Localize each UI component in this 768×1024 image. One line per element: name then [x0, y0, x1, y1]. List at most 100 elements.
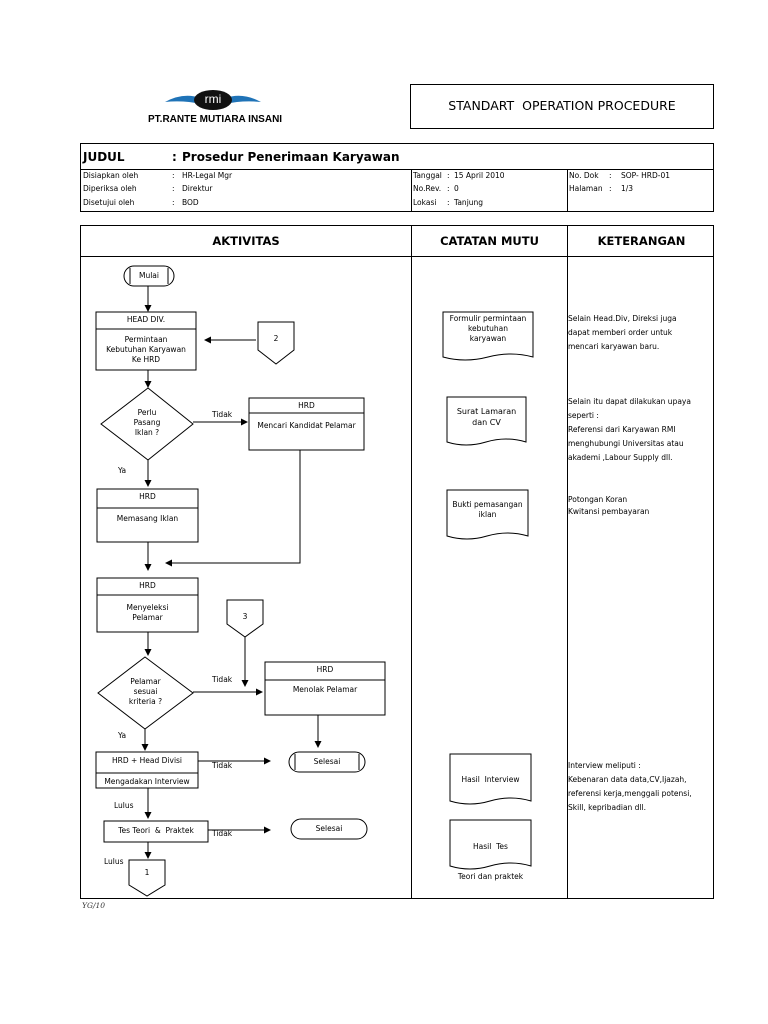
hrd-memasang-box: [96, 488, 199, 543]
hrd-memasang-title: HRD: [139, 492, 156, 501]
doc-line: Surat Lamaran: [456, 407, 517, 416]
doc-5-shape: [449, 819, 532, 870]
meta-value-disetujui: BOD: [182, 198, 199, 207]
note-head-div: Selain Head.Div, Direksi juga dapat memb…: [568, 312, 677, 354]
mulai-label: Mulai: [139, 271, 159, 280]
connector-1-label: 1: [144, 868, 150, 877]
decision-line: Pasang: [133, 418, 161, 427]
doc-line: Hasil Interview: [461, 775, 520, 784]
note-line: dapat memberi order untuk: [568, 328, 673, 337]
sop-title: STANDART OPERATION PROCEDURE: [448, 98, 676, 113]
selesai-1-terminal: [288, 751, 366, 773]
company-name: PT.RANTE MUTIARA INSANI: [148, 114, 283, 125]
doc-hasil-interview: Hasil Interview: [450, 755, 531, 795]
decision-kriteria-label: Pelamar sesuai kriteria ?: [98, 677, 193, 707]
meta-value-diperiksa: Direktur: [182, 184, 213, 193]
doc-2-shape: [446, 396, 527, 446]
doc-1-shape: [442, 311, 534, 361]
judul-table: JUDUL : Prosedur Penerimaan Karyawan Dis…: [80, 143, 714, 212]
interview-body: Mengadakan Interview: [104, 777, 190, 786]
note-line: seperti :: [568, 411, 599, 420]
note-interview: Interview meliputi : Kebenaran data data…: [568, 759, 692, 815]
meta-value-disiapkan: HR-Legal Mgr: [182, 171, 233, 180]
decision-line: sesuai: [133, 687, 158, 696]
note-line: akademi ,Labour Supply dll.: [568, 453, 673, 462]
interview-box: [95, 751, 199, 789]
meta-sep: :: [172, 198, 175, 207]
logo-text: rmi: [204, 92, 222, 106]
judul-sep: :: [172, 150, 177, 164]
col-aktivitas: AKTIVITAS: [212, 234, 280, 248]
note-line: Potongan Koran: [568, 495, 628, 504]
hrd-menolak-box: [264, 661, 386, 716]
decision-line: Perlu: [137, 408, 157, 417]
tes-label: Tes Teori & Praktek: [118, 826, 194, 835]
meta-norev-label: No.Rev.: [413, 184, 442, 193]
note-upaya: Selain itu dapat dilakukan upaya seperti…: [568, 395, 691, 465]
selesai-1-label: Selesai: [313, 757, 341, 766]
note-line: Interview meliputi :: [568, 761, 641, 770]
hrd-menyeleksi-box: [96, 577, 199, 633]
connector-3-shape: [226, 599, 264, 638]
head-div-line: Kebutuhan Karyawan: [106, 345, 186, 354]
ya-label: Ya: [118, 731, 127, 740]
lulus-label: Lulus: [114, 801, 134, 810]
mulai-terminal: [123, 265, 175, 287]
note-line: Kebenaran data data,CV,Ijazah,: [568, 775, 687, 784]
connector-3-label: 3: [242, 612, 248, 621]
tes-box: [103, 820, 209, 843]
meta-label-disetujui: Disetujui oleh: [83, 198, 135, 207]
ya-label: Ya: [118, 466, 127, 475]
company-logo: rmi: [163, 88, 263, 114]
head-div-title: HEAD DIV.: [126, 315, 166, 324]
hrd-menolak-body: Menolak Pelamar: [292, 685, 358, 694]
meta-halaman-label: Halaman: [569, 184, 603, 193]
head-div-body: Permintaan Kebutuhan Karyawan Ke HRD: [96, 335, 196, 365]
meta-halaman-value: 1/3: [621, 184, 634, 193]
doc-line: Bukti pemasangan: [452, 500, 523, 509]
head-div-line: Permintaan: [124, 335, 168, 344]
doc-line: Formulir permintaan: [449, 314, 527, 323]
head-div-box: [95, 311, 197, 371]
connector-2-label: 2: [273, 334, 279, 343]
doc-surat-lamaran: Surat Lamaran dan CV: [447, 406, 526, 428]
doc-4-shape: [449, 753, 532, 805]
meta-nodok-value: SOP- HRD-01: [621, 171, 670, 180]
col-catatan-mutu: CATATAN MUTU: [440, 234, 539, 248]
doc-line: kebutuhan: [467, 324, 508, 333]
doc-line: karyawan: [469, 334, 507, 343]
tidak-label: Tidak: [212, 675, 233, 684]
doc-line: iklan: [478, 510, 497, 519]
hrd-menyeleksi-title: HRD: [139, 581, 156, 590]
decision-line: Pelamar: [130, 677, 161, 686]
note-line: menghubungi Universitas atau: [568, 439, 684, 448]
selesai-2-terminal: [290, 818, 368, 840]
meta-nodok-label: No. Dok: [569, 171, 599, 180]
hrd-mencari-title: HRD: [298, 401, 315, 410]
meta-sep: :: [447, 171, 450, 180]
meta-tanggal-label: Tanggal: [413, 171, 442, 180]
selesai-2-label: Selesai: [315, 824, 343, 833]
note-line: Selain Head.Div, Direksi juga: [568, 314, 677, 323]
lulus-label: Lulus: [104, 857, 124, 866]
meta-sep: :: [447, 184, 450, 193]
decision-line: Iklan ?: [134, 428, 160, 437]
tidak-label: Tidak: [212, 761, 233, 770]
footer-code: YG/10: [82, 901, 106, 910]
meta-sep: :: [172, 184, 175, 193]
note-line: Kwitansi pembayaran: [568, 507, 650, 516]
hrd-mencari-body: Mencari Kandidat Pelamar: [257, 421, 356, 430]
doc-formulir: Formulir permintaan kebutuhan karyawan: [443, 314, 533, 344]
note-iklan: Potongan Koran Kwitansi pembayaran: [568, 494, 649, 518]
col-keterangan: KETERANGAN: [597, 234, 686, 248]
hrd-menolak-title: HRD: [316, 665, 334, 674]
meta-sep: :: [609, 184, 612, 193]
meta-norev-value: 0: [454, 184, 459, 193]
main-table: AKTIVITAS CATATAN MUTU KETERANGAN: [80, 225, 714, 899]
note-line: Selain itu dapat dilakukan upaya: [568, 397, 691, 406]
doc-hasil-tes: Hasil Tes Teori dan praktek: [450, 822, 531, 892]
meta-label-diperiksa: Diperiksa oleh: [83, 184, 137, 193]
doc-line: dan CV: [472, 418, 501, 427]
doc-line: Hasil Tes: [473, 842, 508, 851]
